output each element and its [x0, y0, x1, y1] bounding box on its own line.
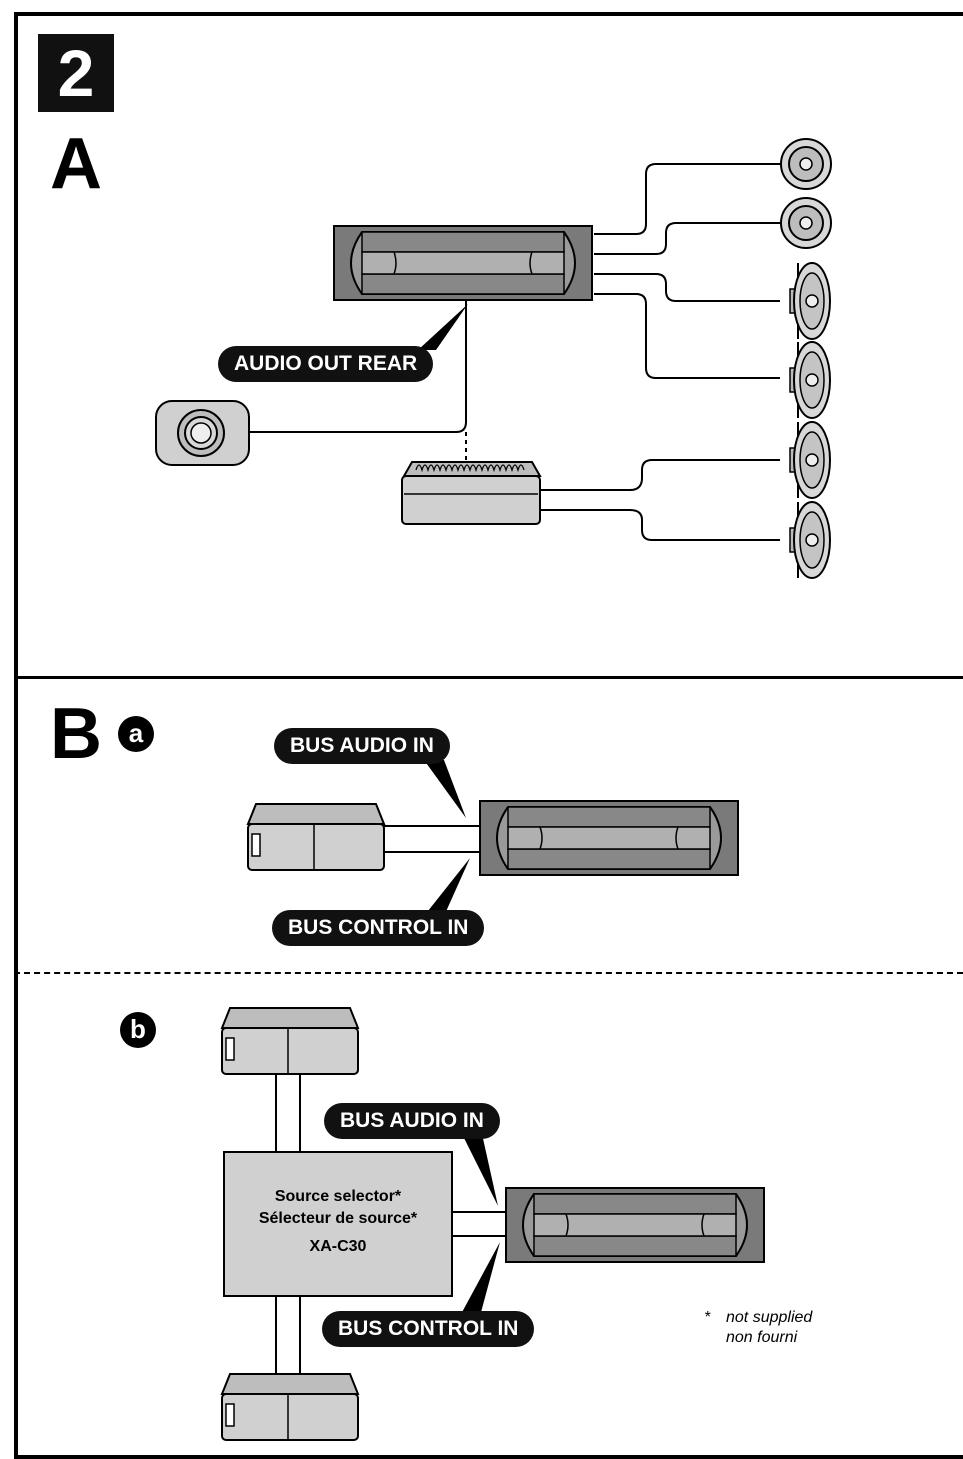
head-unit-b-a [479, 800, 739, 876]
footnote: * not supplied non fourni [704, 1308, 812, 1348]
bus-audio-in-label-a: BUS AUDIO IN [274, 728, 450, 764]
cd-changer-bottom [221, 1373, 359, 1441]
section-a-diagram [155, 138, 832, 579]
frame-left-border [14, 12, 18, 1459]
subsection-a-badge: a [118, 716, 154, 752]
speaker-2 [789, 341, 831, 419]
bus-control-in-label-b: BUS CONTROL IN [322, 1311, 535, 1347]
bus-control-in-label-a: BUS CONTROL IN [272, 910, 485, 946]
front-tweeter-right [780, 197, 832, 249]
cd-changer-top [221, 1007, 359, 1075]
footnote-line1: not supplied [726, 1309, 813, 1326]
frame-top-border [14, 12, 963, 16]
step-number-badge: 2 [38, 34, 114, 112]
speaker-4 [789, 501, 831, 579]
cd-changer-a [247, 803, 385, 871]
front-tweeter-left [780, 138, 832, 190]
head-unit-a [333, 225, 593, 301]
source-selector-label: Source selector* Sélecteur de source* XA… [224, 1186, 452, 1258]
footnote-line2: non fourni [726, 1329, 798, 1346]
section-a-letter: A [50, 124, 102, 204]
source-selector-model: XA-C30 [309, 1238, 367, 1255]
frame-bottom-border [14, 1455, 963, 1459]
section-divider [14, 676, 963, 679]
source-selector-line2: Sélecteur de source* [258, 1210, 418, 1227]
source-selector-box [223, 1151, 453, 1297]
speaker-1 [789, 262, 831, 340]
section-b-a-diagram [247, 760, 739, 916]
audio-out-rear-label: AUDIO OUT REAR [218, 346, 434, 382]
subwoofer [155, 400, 250, 466]
head-unit-b-b [505, 1187, 765, 1263]
subsection-b-badge: b [120, 1012, 156, 1048]
footnote-marker: * [704, 1309, 711, 1326]
dashed-divider [14, 972, 963, 974]
bus-audio-in-label-b: BUS AUDIO IN [324, 1103, 500, 1139]
section-b-letter: B [50, 694, 102, 774]
section-b-b-diagram [221, 1007, 765, 1441]
power-amplifier [401, 461, 542, 525]
source-selector-line1: Source selector* [274, 1188, 402, 1205]
speaker-3 [789, 421, 831, 499]
